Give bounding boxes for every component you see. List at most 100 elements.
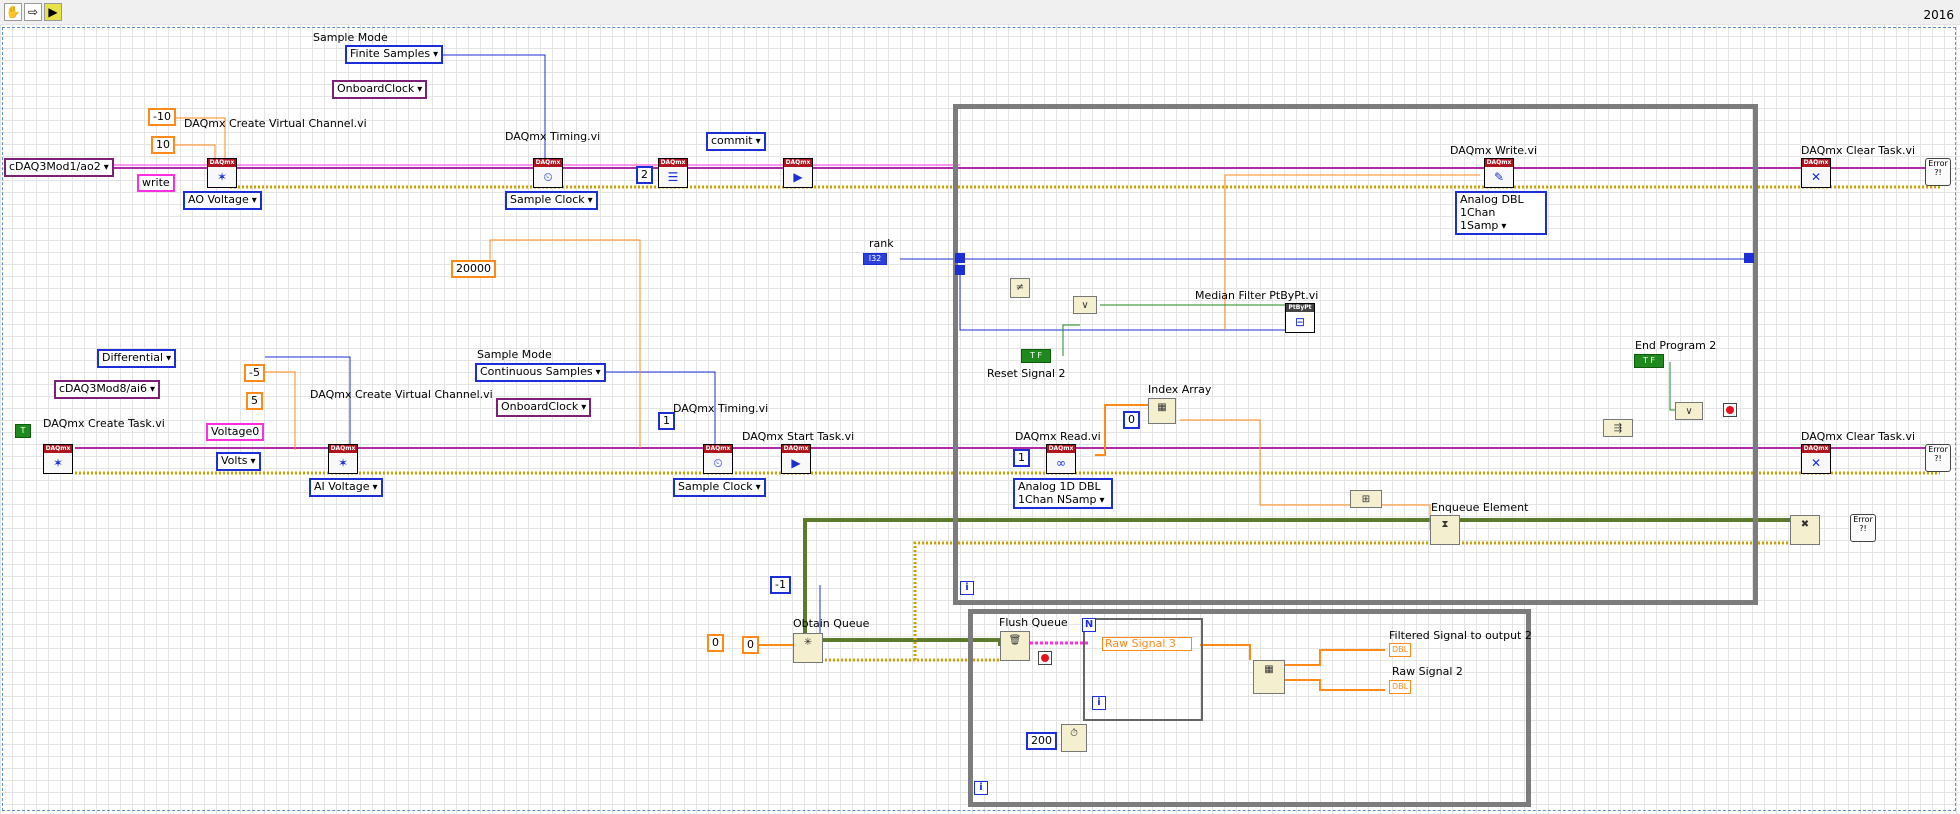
ai-clock-constant[interactable]: OnboardClock [496, 398, 592, 417]
commit-ring[interactable]: commit [706, 132, 766, 151]
unbundle-node[interactable]: ▦ [1253, 660, 1285, 694]
int-wire-3 [265, 356, 351, 450]
ao-create-channel-vi[interactable]: DAQmx✶ [207, 158, 237, 188]
enqueue-label: Enqueue Element [1431, 501, 1529, 514]
build-array-node[interactable]: ⊞ [1350, 490, 1382, 508]
ao-timing-label: DAQmx Timing.vi [505, 130, 601, 143]
ao-clear-label: DAQmx Clear Task.vi [1801, 144, 1916, 157]
ao-voltage-ring[interactable]: AO Voltage [183, 191, 262, 210]
ao-property-vi[interactable]: DAQmx☰ [658, 158, 688, 188]
ao-start-vi[interactable]: DAQmx▶ [783, 158, 813, 188]
ao-write-poly[interactable]: Analog DBL 1Chan 1Samp [1455, 191, 1547, 235]
ao-rate-constant[interactable]: 20000 [451, 260, 496, 278]
consumer-loop-frame[interactable] [968, 609, 1531, 807]
release-queue-node[interactable]: ✖ [1790, 515, 1820, 545]
diagram-bounds [2, 27, 1956, 811]
enqueue-node[interactable]: ⧗ [1430, 515, 1460, 545]
queue-zero-a[interactable]: 0 [707, 634, 724, 652]
median-filter-vi[interactable]: PtByPt⊟ [1285, 303, 1315, 333]
queue-zero-b[interactable]: 0 [742, 636, 759, 654]
raw-signal-2-indicator: DBL [1389, 680, 1412, 694]
or-node[interactable]: ∨ [1073, 296, 1097, 314]
obtain-queue-node[interactable]: ✳ [793, 633, 823, 663]
final-error-handler[interactable]: Error ?! [1850, 514, 1876, 542]
arrow-icon[interactable]: ⇨ [24, 3, 42, 21]
num-one-constant[interactable]: 1 [658, 412, 675, 430]
true-constant[interactable]: T [15, 424, 31, 438]
ao-min-constant[interactable]: -10 [148, 108, 176, 126]
dbl-wire-1 [162, 117, 226, 160]
rank-control[interactable]: I32 [863, 253, 887, 265]
num-read-constant[interactable]: 1 [1013, 449, 1030, 467]
for-loop-n-terminal: N [1082, 618, 1096, 632]
index-zero-constant[interactable]: 0 [1123, 411, 1140, 429]
ai-timing-label: DAQmx Timing.vi [673, 402, 769, 415]
highlight-icon[interactable]: ▶ [44, 3, 62, 21]
flush-queue-node[interactable]: 🗑 [1000, 631, 1030, 661]
or-stop-node[interactable]: ∨ [1675, 402, 1703, 420]
ai-create-task-label: DAQmx Create Task.vi [43, 417, 165, 430]
ao-write-label: DAQmx Write.vi [1450, 144, 1538, 157]
end-program-control[interactable]: T F [1634, 354, 1664, 368]
loop-iteration-terminal: i [960, 581, 974, 595]
ai-voltage-ring[interactable]: AI Voltage [309, 478, 383, 497]
wait-ms-constant[interactable]: 200 [1026, 732, 1057, 750]
int-wire-1 [440, 54, 546, 160]
for-loop-frame[interactable] [1083, 618, 1203, 721]
num-two-constant[interactable]: 2 [636, 166, 653, 184]
ai-max-constant[interactable]: 5 [246, 392, 263, 410]
loop-stop-terminal[interactable] [1723, 403, 1737, 417]
dbl-wire-6 [1180, 419, 1431, 530]
ai-min-constant[interactable]: -5 [244, 364, 265, 382]
ao-max-constant[interactable]: 10 [151, 136, 175, 154]
ai-start-vi[interactable]: DAQmx▶ [781, 444, 811, 474]
ai-error-handler[interactable]: Error ?! [1925, 444, 1951, 472]
reset-signal-control[interactable]: T F [1021, 349, 1051, 363]
dbl-wire-7 [1224, 174, 1480, 330]
voltage-name-constant[interactable]: Voltage0 [206, 423, 265, 441]
shift-register-left-1 [955, 253, 965, 263]
ai-sample-mode-ring[interactable]: Continuous Samples [475, 363, 606, 382]
terminal-config-ring[interactable]: Differential [97, 349, 177, 368]
ao-clear-vi[interactable]: DAQmx✕ [1801, 158, 1831, 188]
block-diagram[interactable] [0, 24, 1960, 814]
ai-timing-vi[interactable]: DAQmx⏲ [703, 444, 733, 474]
wait-ms-node[interactable]: ⏱ [1061, 724, 1087, 752]
neg-one-constant[interactable]: -1 [770, 576, 791, 594]
ao-sample-mode-label: Sample Mode [313, 31, 388, 44]
ao-channel-constant[interactable]: cDAQ3Mod1/ao2 [4, 158, 114, 177]
dbl-wire-10 [1285, 679, 1385, 691]
ai-read-poly[interactable]: Analog 1D DBL 1Chan NSamp [1013, 478, 1113, 509]
ao-clock-constant[interactable]: OnboardClock [332, 80, 428, 99]
ai-channel-constant[interactable]: cDAQ3Mod8/ai6 [54, 380, 161, 399]
units-ring[interactable]: Volts [216, 452, 261, 471]
ai-create-channel-vi[interactable]: DAQmx✶ [328, 444, 358, 474]
while-loop-frame[interactable] [953, 104, 1758, 605]
bundle-node[interactable]: ⇶ [1603, 419, 1633, 437]
ao-timing-vi[interactable]: DAQmx⏲ [533, 158, 563, 188]
consumer-iteration-terminal: i [974, 781, 988, 795]
dbl-wire-5 [1095, 404, 1150, 456]
median-filter-label: Median Filter PtByPt.vi [1195, 289, 1319, 302]
ai-read-vi[interactable]: DAQmx∞ [1046, 444, 1076, 474]
hand-icon[interactable]: ✋ [4, 3, 22, 21]
ao-error-handler[interactable]: Error ?! [1925, 158, 1951, 186]
dbl-wire-2 [175, 144, 216, 160]
ai-create-task-vi[interactable]: DAQmx✶ [43, 444, 73, 474]
ai-sample-clock-ring[interactable]: Sample Clock [673, 478, 766, 497]
ai-clear-label: DAQmx Clear Task.vi [1801, 430, 1916, 443]
dbl-wire-9 [1285, 649, 1385, 666]
ao-write-vi[interactable]: DAQmx✎ [1484, 158, 1514, 188]
version-label: 2016 [1923, 8, 1954, 22]
ao-sample-clock-ring[interactable]: Sample Clock [505, 191, 598, 210]
write-constant[interactable]: write [137, 174, 175, 192]
ai-clear-vi[interactable]: DAQmx✕ [1801, 444, 1831, 474]
index-array-node[interactable]: ▦ [1148, 398, 1176, 424]
index-array-label: Index Array [1148, 383, 1212, 396]
consumer-stop-terminal[interactable] [1038, 651, 1052, 665]
ao-sample-mode-ring[interactable]: Finite Samples [345, 45, 444, 64]
flush-queue-label: Flush Queue [999, 616, 1068, 629]
not-equal-node[interactable]: ≠ [1010, 278, 1030, 298]
for-loop-iteration-terminal: i [1092, 696, 1106, 710]
